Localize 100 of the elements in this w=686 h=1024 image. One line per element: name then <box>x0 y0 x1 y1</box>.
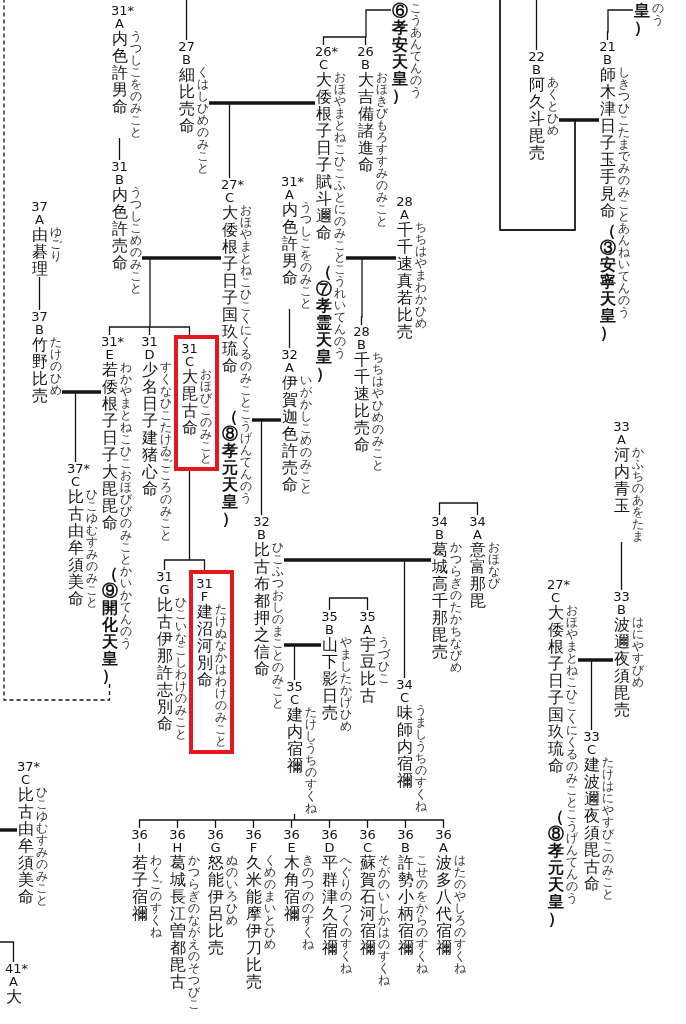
title-reading: のう <box>651 2 664 26</box>
index-letter: C <box>362 841 373 854</box>
emperor-title: （⑧孝元天皇） <box>221 408 238 527</box>
connector-line <box>328 597 369 611</box>
person-name: 千千速真若比売 <box>396 221 413 340</box>
branching-line <box>61 391 102 463</box>
thick-connector-line <box>346 256 396 260</box>
reference-number: 33 <box>613 420 630 433</box>
title-reading: こうげんてんのう <box>239 408 252 504</box>
title-reading: かいかてんのう <box>119 565 132 649</box>
reference-number: 22 <box>528 50 545 63</box>
reference-number: 31* <box>281 175 305 188</box>
person-name: 内色許売命 <box>111 186 128 271</box>
index-letter: B <box>616 603 627 616</box>
name-reading: へぐりのつくのすくね <box>339 854 352 974</box>
emperor-title: （⑦孝霊天皇） <box>315 263 332 382</box>
reference-number: 36 <box>397 828 414 841</box>
person-name: 少名日子建猪心命 <box>141 361 158 497</box>
reference-number: 32 <box>253 515 270 528</box>
name-reading: うつしこめのみこと <box>129 186 142 294</box>
name-reading: そがのいしかはのすくね <box>377 854 390 986</box>
reference-number: 27 <box>178 40 195 53</box>
reference-number: 21 <box>599 40 616 53</box>
index-letter: G <box>209 841 222 854</box>
index-letter: H <box>172 841 183 854</box>
index-letter: A <box>284 361 295 374</box>
person-name: 意富那毘 <box>469 541 486 609</box>
index-letter: B <box>34 323 45 336</box>
name-reading: おほなび <box>487 541 500 589</box>
person-name: 若子宿禰 <box>131 854 148 922</box>
connector-line <box>499 0 600 231</box>
name-reading: たけのひめ <box>49 336 62 396</box>
person-name: 千千速比売命 <box>353 351 370 453</box>
index-letter: C <box>19 773 32 786</box>
name-reading: うつしこをのみこと <box>129 30 142 138</box>
thick-connector-line <box>0 828 17 832</box>
index-letter: A <box>363 623 372 636</box>
person-name: 大倭根子日子賦斗邇命 <box>315 71 332 241</box>
person-name: 平群津久宿禰 <box>321 854 338 956</box>
reference-number: 36 <box>131 828 148 841</box>
reference-number: 35 <box>286 680 303 693</box>
name-reading: やましたかげひめ <box>339 636 352 732</box>
index-letter: C <box>398 691 411 704</box>
reference-number: 36 <box>435 828 452 841</box>
index-letter: I <box>136 841 143 854</box>
connector-line <box>185 0 188 41</box>
reference-number: 36 <box>245 828 262 841</box>
index-letter: D <box>323 841 336 854</box>
person-name: 久米能摩伊刀比売 <box>245 854 262 990</box>
person-name: 波多八代宿禰 <box>435 854 452 956</box>
branching-line <box>208 102 316 179</box>
reference-number: 28 <box>353 325 370 338</box>
name-reading: かつらぎのながえのそつびこ <box>187 854 200 1010</box>
person-name: 波邇夜須毘売 <box>613 616 630 718</box>
person-name: 山下影日売 <box>321 636 338 721</box>
highlight-frame <box>174 335 219 471</box>
connector-line <box>0 941 15 963</box>
index-letter: A <box>284 188 295 201</box>
emperor-title: （⑨開化天皇） <box>101 565 118 684</box>
dashed-connector-line <box>3 0 111 701</box>
branching-line <box>138 813 445 829</box>
person-name: 大 <box>5 988 22 1005</box>
reference-number: 33 <box>583 730 600 743</box>
name-reading: ちちはやひめのみこと <box>371 351 384 471</box>
name-reading: うつしこをのみこと <box>299 201 312 309</box>
reference-number: 36 <box>359 828 376 841</box>
name-reading: はにやすびめ <box>631 616 644 688</box>
name-reading: ひこいなこしわけのみこと <box>174 596 187 740</box>
reference-number: 27* <box>547 578 571 591</box>
name-reading: ひこゆむすみのみこと <box>85 488 98 608</box>
person-name: 師木津日子玉手見命 <box>599 66 616 219</box>
reference-number: 34 <box>469 515 486 528</box>
person-name: 比古布都押之信命 <box>253 541 270 677</box>
person-name: 細比売命 <box>178 66 195 134</box>
reference-number: 36 <box>283 828 300 841</box>
thick-connector-line <box>62 390 101 394</box>
index-letter: C <box>585 743 598 756</box>
name-reading: ひこふつおしのまことのみこと <box>271 541 284 709</box>
index-letter: B <box>531 63 542 76</box>
name-reading: おほびこのみこと <box>199 368 212 464</box>
index-letter: A <box>616 433 627 446</box>
name-reading: ひこゆむすみのみこと <box>35 786 48 906</box>
person-name: 伊賀迦色許売命 <box>281 374 298 493</box>
reference-number: 27* <box>221 178 245 191</box>
name-reading: いがかしこめのみこと <box>299 374 312 494</box>
reference-number: 35 <box>321 610 338 623</box>
name-reading: おほきびもろすすみのみこと <box>375 71 388 227</box>
index-letter: C <box>288 693 301 706</box>
person-name: 木角宿禰 <box>283 854 300 922</box>
person-name: 大倭根子日子国玖琉命 <box>221 204 238 374</box>
name-reading: かふちのあをたま <box>631 446 644 542</box>
index-letter: B <box>602 53 613 66</box>
emperor-title: ⑥孝安天皇） <box>391 2 408 104</box>
name-reading: おほやまとねこひこくにくるのみこと <box>239 204 252 408</box>
reference-number: 26 <box>357 45 374 58</box>
index-letter: A <box>114 17 125 30</box>
index-letter: C <box>183 355 196 368</box>
person-name: 竹野比売 <box>31 336 48 404</box>
name-reading: こせのをからのすくね <box>415 854 428 974</box>
branching-line <box>283 559 432 679</box>
